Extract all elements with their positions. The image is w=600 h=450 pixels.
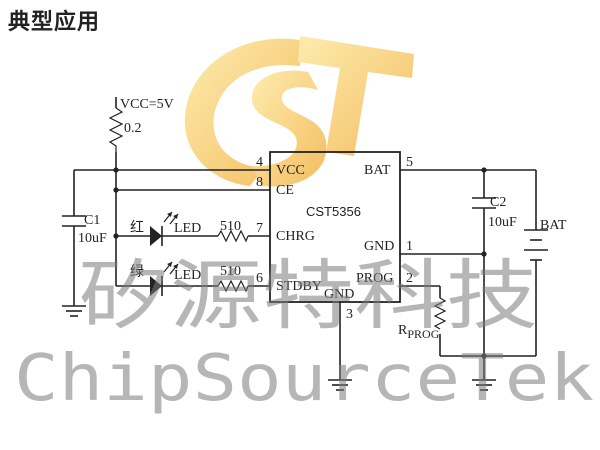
vcc-supply-label: VCC=5V — [120, 97, 174, 112]
rprog-subscript: PROG — [407, 327, 439, 341]
green-led-resistor-value: 510 — [220, 264, 241, 279]
pin-gnd-bottom-label: GND — [324, 287, 354, 302]
c2-name-label: C2 — [490, 195, 506, 210]
chip-name-label: CST5356 — [306, 204, 361, 219]
pin-ce-number: 8 — [256, 175, 263, 190]
rprog-resistor-symbol — [433, 297, 447, 330]
pin-gnd-bottom-number: 3 — [346, 307, 353, 322]
pin-prog-number: 2 — [406, 271, 413, 286]
c1-ground-icon — [62, 305, 86, 317]
c2-ground-icon — [472, 379, 496, 391]
c2-value-label: 10uF — [488, 215, 517, 230]
pin-gnd-right-label: GND — [364, 239, 394, 254]
pin-vcc-number: 4 — [256, 155, 263, 170]
pin-chrg-number: 7 — [256, 221, 263, 236]
wires — [73, 97, 537, 380]
pin-prog-label: PROG — [356, 271, 393, 286]
rprog-main: R — [398, 323, 408, 338]
ic-body — [269, 151, 401, 303]
red-led-icon — [150, 211, 179, 246]
watermark-chinese: 矽源特科技 — [78, 251, 538, 340]
red-led-label: LED — [174, 221, 201, 236]
pin-bat-label: BAT — [364, 163, 391, 178]
c1-capacitor-symbol — [62, 215, 86, 227]
red-led-color-label: 红 — [130, 220, 144, 236]
battery-label: BAT — [540, 218, 567, 233]
c1-value-label: 10uF — [78, 231, 107, 246]
red-led-resistor-symbol — [217, 229, 249, 243]
supply-resistor-symbol — [108, 107, 124, 152]
pin-vcc-label: VCC — [276, 163, 305, 178]
rprog-label: RPROG — [398, 323, 440, 341]
junction-dots — [113, 167, 487, 359]
c2-capacitor-symbol — [472, 197, 496, 209]
pin-bat-number: 5 — [406, 155, 413, 170]
pin-gnd-right-number: 1 — [406, 239, 413, 254]
pin-chrg-label: CHRG — [276, 229, 315, 244]
battery-icon — [524, 229, 548, 261]
cst-logo-icon — [184, 36, 414, 187]
pin-stdby-number: 6 — [256, 271, 263, 286]
green-led-resistor-symbol — [217, 279, 249, 293]
supply-resistor-value: 0.2 — [124, 121, 142, 136]
green-led-label: LED — [174, 268, 201, 283]
pin-stdby-label: STDBY — [276, 279, 322, 294]
pin-ce-label: CE — [276, 183, 294, 198]
chip-ground-icon — [328, 379, 352, 391]
green-led-color-label: 绿 — [130, 264, 144, 280]
red-led-resistor-value: 510 — [220, 219, 241, 234]
page-title: 典型应用 — [8, 10, 101, 35]
green-led-icon — [150, 261, 179, 296]
watermark-english: ChipSourceTek — [14, 342, 594, 416]
c1-name-label: C1 — [84, 213, 100, 228]
